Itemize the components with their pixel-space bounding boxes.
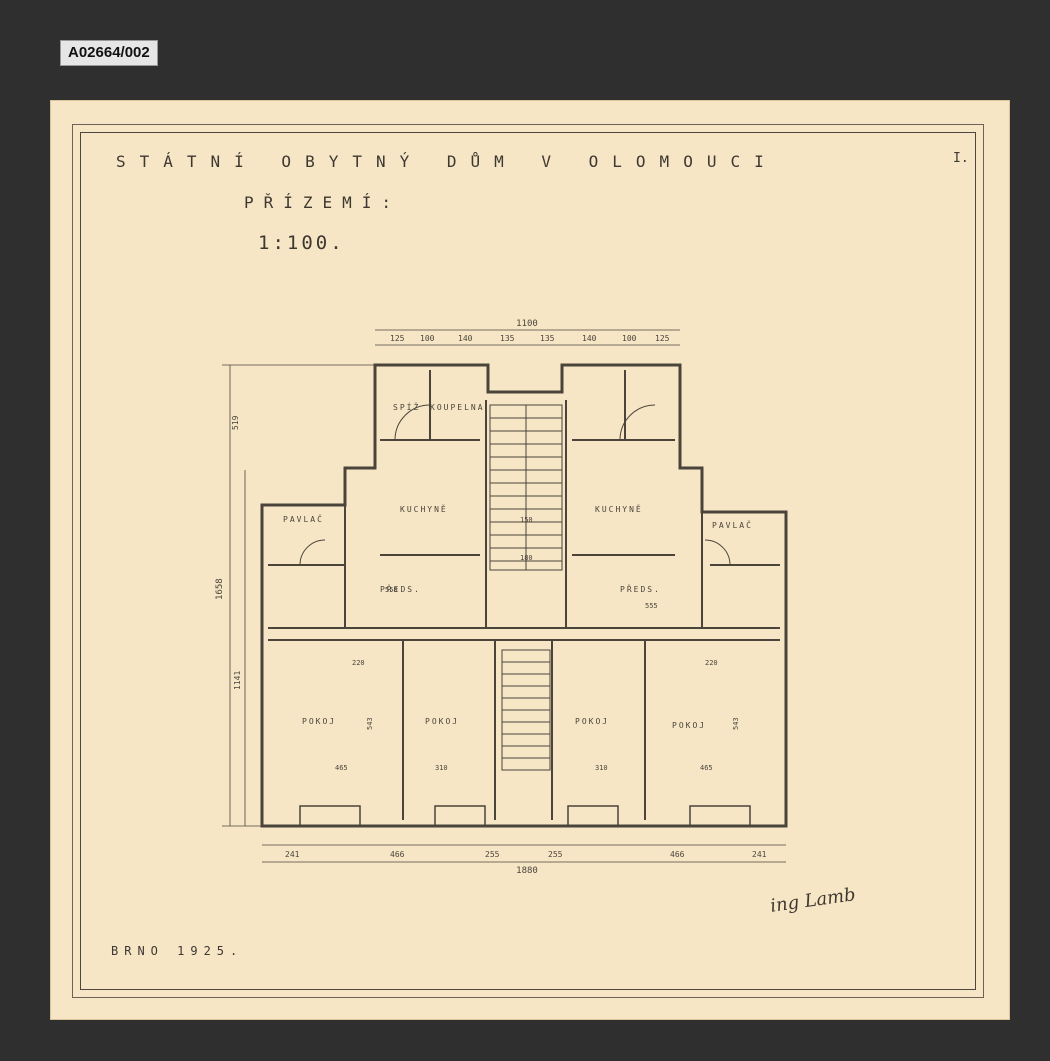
svg-text:135: 135 (540, 334, 555, 343)
room-pokoj-4: POKOJ (672, 721, 706, 730)
place-date: BRNO 1925. (111, 944, 244, 958)
room-koupelna: KOUPELNA (430, 403, 485, 412)
room-labels: SPÍŽ KOUPELNA KUCHYNĚ KUCHYNĚ PŘEDS. PŘE… (283, 401, 753, 730)
sheet-border-inner (80, 132, 976, 990)
dimension-bottom-total: 1880 (516, 866, 538, 876)
dimension-bottom-chain: 241 466 255 255 466 241 (285, 850, 767, 859)
room-kuchyne-right: KUCHYNĚ (595, 503, 643, 514)
room-pokoj-2: POKOJ (425, 717, 459, 726)
dimension-left-upper: 519 (231, 415, 240, 430)
svg-text:465: 465 (700, 764, 713, 772)
svg-text:125: 125 (655, 334, 670, 343)
svg-text:310: 310 (435, 764, 448, 772)
svg-text:255: 255 (548, 850, 563, 859)
dimension-top-chain: 125 100 140 135 135 140 100 125 (390, 334, 670, 343)
windows (299, 805, 751, 827)
room-pavlac-right: PAVLAČ (712, 519, 753, 530)
svg-text:466: 466 (390, 850, 405, 859)
svg-text:465: 465 (335, 764, 348, 772)
svg-text:125: 125 (390, 334, 405, 343)
svg-text:555: 555 (645, 602, 658, 610)
sheet-border-outer (72, 124, 984, 998)
room-predsin-left: PŘEDS. (380, 583, 421, 594)
svg-text:140: 140 (458, 334, 473, 343)
door-swings (299, 404, 731, 566)
archive-id-label: A02664/002 (60, 40, 158, 66)
svg-text:140: 140 (582, 334, 597, 343)
room-pavlac-left: PAVLAČ (283, 513, 324, 524)
svg-text:241: 241 (285, 850, 300, 859)
room-kuchyne-left: KUCHYNĚ (400, 503, 448, 514)
svg-text:220: 220 (352, 659, 365, 667)
svg-text:100: 100 (420, 334, 435, 343)
svg-text:543: 543 (366, 717, 374, 730)
svg-text:135: 135 (500, 334, 515, 343)
svg-text:180: 180 (520, 554, 533, 562)
svg-text:310: 310 (595, 764, 608, 772)
dimension-left-lower: 1141 (233, 671, 242, 690)
svg-text:220: 220 (705, 659, 718, 667)
room-pokoj-1: POKOJ (302, 717, 336, 726)
svg-text:100: 100 (622, 334, 637, 343)
svg-text:558: 558 (385, 586, 398, 594)
drawing-sheet (50, 100, 1010, 1020)
dimension-lines (222, 329, 786, 863)
svg-text:466: 466 (670, 850, 685, 859)
interior-walls (268, 370, 780, 820)
dimension-left-total: 1658 (215, 578, 225, 600)
lower-staircase (501, 649, 551, 771)
svg-text:150: 150 (520, 516, 533, 524)
sheet-number: I. (953, 151, 969, 166)
drawing-subtitle: PŘÍZEMÍ: (244, 193, 402, 212)
drawing-scale: 1:100. (258, 232, 345, 254)
room-predsin-right: PŘEDS. (620, 583, 661, 594)
svg-text:241: 241 (752, 850, 767, 859)
outer-wall (260, 363, 788, 828)
room-spiz: SPÍŽ (393, 401, 420, 412)
main-staircase (489, 404, 563, 571)
dimension-room-misc: 558 555 543 543 465 465 310 310 220 220 … (335, 516, 740, 772)
svg-text:255: 255 (485, 850, 500, 859)
drawing-title: STÁTNÍ OBYTNÝ DŮM V OLOMOUCI (116, 152, 778, 171)
dimension-top-total: 1100 (516, 319, 538, 329)
svg-text:543: 543 (732, 717, 740, 730)
room-pokoj-3: POKOJ (575, 717, 609, 726)
